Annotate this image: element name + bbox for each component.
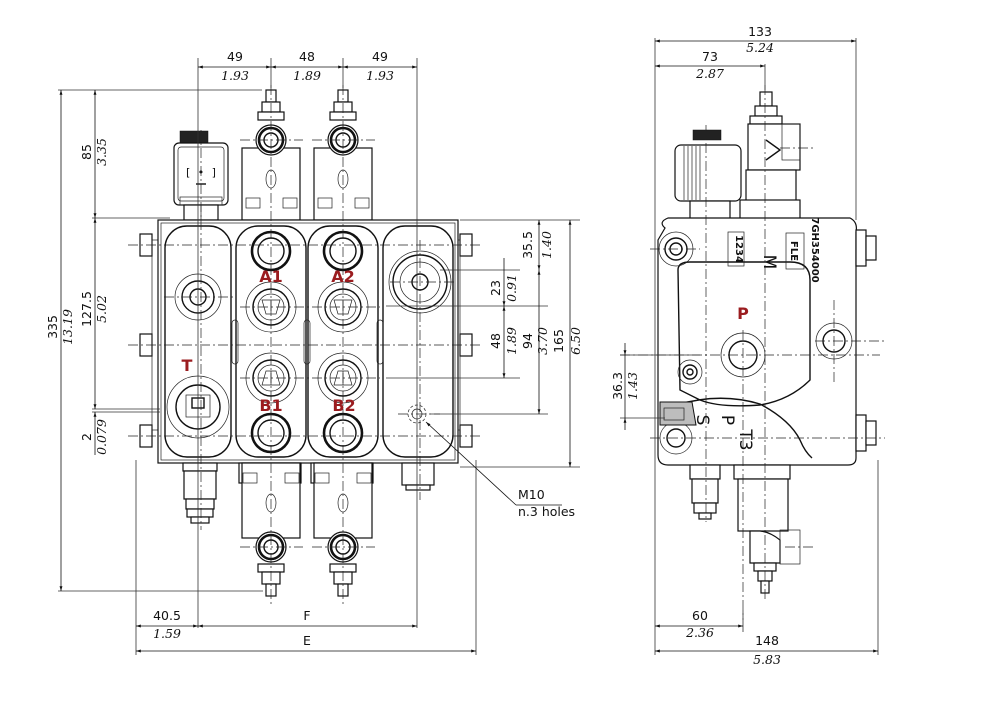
dim-side-bottom-partial-in: 2.36 bbox=[685, 625, 714, 640]
dim-top-2-in: 1.89 bbox=[293, 68, 321, 83]
dim-side-bottom-partial-mm: 60 bbox=[692, 608, 708, 623]
bottom-cartridge-2 bbox=[310, 462, 374, 597]
dim-r3-mm: 48 bbox=[488, 333, 503, 349]
dim-overall-height-mm: 335 bbox=[45, 315, 60, 339]
dim-offset-mm: 2 bbox=[79, 433, 94, 441]
dim-label-e: E bbox=[303, 633, 311, 648]
dim-r1-mm: 35.5 bbox=[520, 231, 535, 259]
dim-r5-in: 6.50 bbox=[568, 327, 583, 355]
dim-top-2-mm: 48 bbox=[299, 49, 315, 64]
dim-side-overall-width-mm: 133 bbox=[748, 24, 772, 39]
bottom-cartridge-1 bbox=[238, 462, 302, 597]
port-label-a2: A2 bbox=[331, 267, 355, 286]
dim-body-height-in: 5.02 bbox=[94, 295, 109, 323]
dim-r5-mm: 165 bbox=[551, 329, 566, 353]
dim-bottom-left-in: 1.59 bbox=[153, 626, 181, 641]
dim-side-height-in: 1.43 bbox=[625, 372, 640, 400]
callout-holes: n.3 holes bbox=[518, 504, 575, 519]
dim-r2-mm: 23 bbox=[488, 280, 503, 296]
dim-top-height-mm: 85 bbox=[79, 144, 94, 160]
side-pocket bbox=[677, 261, 811, 407]
dim-label-f: F bbox=[303, 608, 310, 623]
dim-r1-in: 1.40 bbox=[539, 231, 554, 259]
dim-side-partial-width-mm: 73 bbox=[702, 49, 718, 64]
dim-top-1-in: 1.93 bbox=[221, 68, 249, 83]
marking-brand: FLE bbox=[788, 241, 799, 261]
dim-r4-in: 3.70 bbox=[535, 327, 550, 355]
side-body bbox=[657, 217, 857, 466]
side-coil bbox=[674, 129, 742, 221]
dim-body-height-mm: 127.5 bbox=[79, 291, 94, 327]
dim-top-3-mm: 49 bbox=[372, 49, 388, 64]
dim-top-height-in: 3.35 bbox=[94, 138, 109, 166]
marking-m: M bbox=[759, 255, 779, 270]
side-top-cartridge bbox=[739, 91, 801, 221]
side-plug bbox=[659, 401, 697, 426]
dim-overall-height-in: 13.19 bbox=[60, 309, 75, 345]
callout-thread: M10 bbox=[518, 487, 545, 502]
dim-side-partial-width-in: 2.87 bbox=[695, 66, 724, 81]
port-label-a1: A1 bbox=[259, 267, 283, 286]
dim-r2-in: 0.91 bbox=[504, 274, 519, 302]
port-label-t: T bbox=[182, 356, 193, 375]
port-label-p: P bbox=[737, 304, 749, 323]
dim-side-height-mm: 36.3 bbox=[610, 372, 625, 400]
dim-side-bottom-overall-mm: 148 bbox=[755, 633, 779, 648]
dim-r3-in: 1.89 bbox=[504, 327, 519, 355]
front-view: [ • ] bbox=[45, 49, 583, 655]
marking-serial: 1234 bbox=[733, 235, 744, 263]
marking-p: P bbox=[717, 415, 737, 425]
marking-s: S bbox=[692, 415, 712, 426]
marking-code: 7GH354000 bbox=[809, 217, 820, 282]
dim-top-1-mm: 49 bbox=[227, 49, 243, 64]
dim-side-overall-width-in: 5.24 bbox=[746, 40, 774, 55]
end-plug bbox=[401, 462, 435, 486]
marking-t3: T3 bbox=[735, 428, 755, 450]
dim-top-3-in: 1.93 bbox=[366, 68, 394, 83]
side-view: 1234 FLE 7GH354000 M P S T3 P bbox=[610, 24, 885, 667]
dim-offset-in: 0.079 bbox=[94, 419, 109, 455]
dim-r4-mm: 94 bbox=[520, 333, 535, 349]
dim-bottom-left-mm: 40.5 bbox=[153, 608, 181, 623]
bottom-fitting-left bbox=[182, 462, 218, 524]
port-label-b2: B2 bbox=[332, 396, 355, 415]
dim-side-bottom-overall-in: 5.83 bbox=[753, 652, 781, 667]
